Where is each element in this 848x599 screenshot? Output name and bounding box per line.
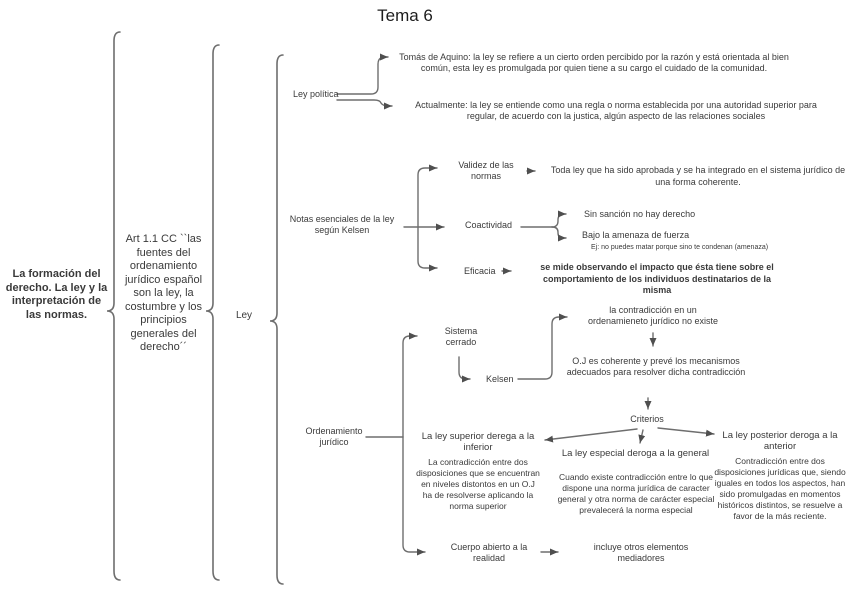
cuerpo-abierto-node: Cuerpo abierto a la realidad <box>450 542 528 564</box>
amenaza-ejemplo-text: Ej: no puedes matar porque sino te conde… <box>591 244 769 251</box>
ley-politica-node: Ley política <box>293 89 339 99</box>
edge-notas-eficacia <box>417 226 438 272</box>
coactividad-node: Coactividad <box>465 220 513 230</box>
criterio-superior-title: La ley superior derega a la inferior <box>421 431 535 454</box>
edge-leypolitica-tomas <box>336 53 389 95</box>
incluye-mediadores-text: incluye otros elementos mediadores <box>593 542 689 564</box>
tomas-de-aquino-text: Tomás de Aquino: la ley se refiere a un … <box>399 52 789 74</box>
brace-ley <box>269 54 284 585</box>
contradiccion-text: la contradicción en un ordenamieneto jur… <box>587 305 719 327</box>
ley-node: Ley <box>235 310 253 321</box>
oj-coherente-text: O.J es coherente y prevé los mecanismos … <box>566 356 746 378</box>
sistema-cerrado-node: Sistema cerrado <box>444 326 478 348</box>
edge-ordenamiento-cuerpo <box>402 436 426 556</box>
edge-kelsen-contradiccion <box>517 313 568 380</box>
brace-article <box>205 44 220 581</box>
kelsen-node: Kelsen <box>486 374 514 384</box>
eficacia-desc-text: se mide observando el impacto que ésta t… <box>540 262 774 296</box>
notas-esenciales-node: Notas esenciales de la ley según Kelsen <box>289 214 395 236</box>
root-topic: La formación del derecho. La ley y la in… <box>5 268 108 321</box>
brace-root <box>106 31 121 581</box>
edge-ordenamiento-sistema <box>402 332 418 438</box>
edge-criterios-superior <box>544 428 638 443</box>
validez-desc-text: Toda ley que ha sido aprobada y se ha in… <box>550 165 846 187</box>
edge-coactividad-sinsancion <box>551 210 567 228</box>
validez-normas-node: Validez de las normas <box>458 160 514 182</box>
edge-sistema-kelsen <box>458 356 471 383</box>
criterio-superior-body: La contradicción entre dos disposiciones… <box>416 457 540 512</box>
criterio-posterior-body: Contradicción entre dos disposiciones ju… <box>714 456 846 522</box>
edge-coactividad-amenaza <box>551 226 567 242</box>
criterio-posterior-title: La ley posterior deroga a la anterior <box>722 430 838 453</box>
sin-sancion-text: Sin sanción no hay derecho <box>584 209 696 219</box>
criterio-especial-body: Cuando existe contradicción entre lo que… <box>557 472 715 516</box>
actualmente-text: Actualmente: la ley se entiende como una… <box>415 100 817 122</box>
edge-leypolitica-actualmente <box>336 99 393 110</box>
eficacia-node: Eficacia <box>464 266 496 276</box>
amenaza-fuerza-text: Bajo la amenaza de fuerza <box>582 230 690 240</box>
edge-criterios-especial <box>638 429 646 444</box>
page-title: Tema 6 <box>377 6 433 25</box>
criterio-especial-title: La ley especial deroga a la general <box>561 448 710 459</box>
article-1-1-cc: Art 1.1 CC ``las fuentes del ordenamient… <box>124 233 203 354</box>
ordenamiento-juridico-node: Ordenamiento jurídico <box>305 426 363 448</box>
edge-criterios-posterior <box>657 427 715 437</box>
criterios-node: Criterios <box>630 414 664 424</box>
edge-notas-validez <box>417 164 438 228</box>
